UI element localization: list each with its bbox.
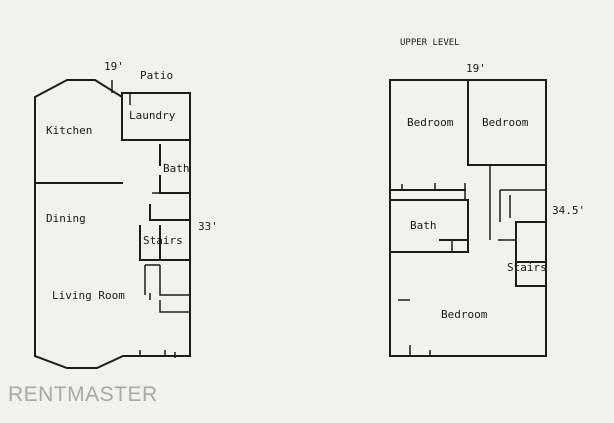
lower-stair-treads [144,264,190,300]
room-label-upper-bath: Bath [410,219,437,232]
lower-level-plan [34,79,191,369]
upper-width-dim: 19' [466,62,486,75]
rentmaster-watermark: RENTMASTER [8,383,158,406]
room-label-lower-bath: Bath [163,162,190,175]
lower-bottom-ticks [139,350,176,358]
room-label-living-room: Living Room [52,289,125,302]
room-label-laundry: Laundry [129,109,176,122]
room-label-dining: Dining [46,212,86,225]
room-label-bedroom-3: Bedroom [441,308,488,321]
upper-closet-ticks [401,183,466,200]
upper-bath-wall [389,199,469,253]
room-label-upper-stairs: Stairs [507,261,547,274]
upper-stairs-wall [515,221,547,287]
upper-level-plan [389,79,547,357]
upper-bedroom-ticks [398,299,431,356]
lower-laundry-wall [121,96,191,141]
lower-outer-wall [34,79,191,369]
upper-bedrooms-bottom [389,164,547,191]
lower-closet [159,300,190,313]
room-label-patio: Patio [140,69,173,82]
lower-stairs-wall [139,225,191,261]
room-label-kitchen: Kitchen [46,124,92,137]
room-label-bedroom-1: Bedroom [407,116,454,129]
upper-depth-dim: 34.5' [552,204,585,217]
upper-level-heading: UPPER LEVEL [400,38,460,48]
lower-width-dim: 19' [104,60,124,73]
room-label-lower-stairs: Stairs [143,234,183,247]
room-label-bedroom-2: Bedroom [482,116,529,129]
lower-hall-wall [149,204,191,221]
upper-hall-wall [489,165,546,240]
lower-depth-dim: 33' [198,220,218,233]
